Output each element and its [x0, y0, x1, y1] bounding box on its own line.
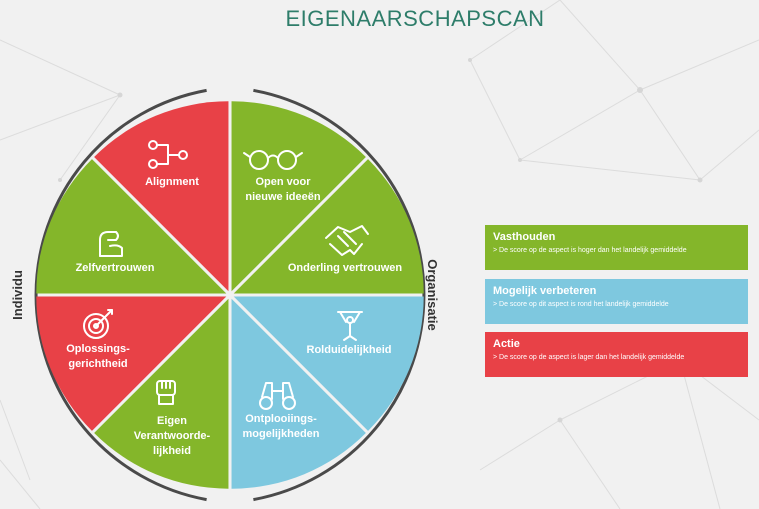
- legend-description: > De score op de aspect is lager dan het…: [493, 354, 685, 361]
- wheel-segment-label-line: mogelijkheden: [242, 428, 319, 440]
- legend-item-mogelijk-verbeteren: Mogelijk verbeteren > De score op dit as…: [485, 279, 748, 324]
- link-nodes-icon: [148, 140, 188, 169]
- wheel-segment: [231, 101, 366, 292]
- right-ring-arc: [253, 88, 426, 502]
- legend-title: Actie: [493, 338, 520, 350]
- wheel-segment-label: Onderling vertrouwen: [288, 262, 403, 274]
- wheel-segment-label: Rolduidelijkheid: [307, 344, 392, 356]
- wheel-segment: [233, 296, 424, 431]
- legend-description: > De score op de aspect is hoger dan het…: [493, 247, 687, 254]
- wheel-segment-label: Ontplooiings-mogelijkheden: [242, 413, 319, 440]
- individu-label: Individu: [10, 270, 25, 320]
- wheel-segment-label-line: Ontplooiings-: [245, 413, 317, 425]
- wheel-segment-label-line: nieuwe ideeën: [245, 191, 320, 203]
- wheel-segment-label-line: Alignment: [145, 176, 199, 188]
- legend-title: Mogelijk verbeteren: [493, 285, 597, 297]
- legend-item-actie: Actie > De score op de aspect is lager d…: [485, 332, 748, 377]
- flexed-arm-icon: [99, 231, 123, 257]
- wheel-segment-label-line: Onderling vertrouwen: [288, 262, 403, 274]
- wheel-segment: [231, 298, 366, 489]
- wheel-segment-label: Oplossings-gerichtheid: [66, 343, 130, 370]
- wheel-segment-label-line: Oplossings-: [66, 343, 130, 355]
- person-sign-icon: [337, 311, 363, 341]
- wheel-segment: [233, 159, 424, 294]
- raised-fist-icon: [156, 380, 176, 405]
- wheel-segment-label-line: Rolduidelijkheid: [307, 344, 392, 356]
- glasses-icon: [243, 150, 303, 170]
- left-ring-arc: [34, 88, 207, 502]
- target-icon: [83, 309, 113, 339]
- wheel-segment: [94, 298, 229, 489]
- legend-description: > De score op dit aspect is rond het lan…: [493, 301, 669, 308]
- wheel-segment-label-line: Verantwoorde-: [134, 430, 211, 442]
- page-title: EIGENAARSCHAPSCAN: [285, 6, 545, 31]
- wheel-segment: [36, 159, 227, 294]
- legend-title: Vasthouden: [493, 231, 556, 243]
- wheel-segment-label-line: Zelfvertrouwen: [76, 262, 155, 274]
- wheel-segment-label: Open voor nieuwe ideeën: [245, 176, 320, 203]
- organisatie-label: Organisatie: [425, 259, 440, 331]
- wheel-segment-label: Zelfvertrouwen: [76, 262, 155, 274]
- wheel-segment-label-line: Eigen: [157, 415, 187, 427]
- wheel-segment-label-line: lijkheid: [153, 445, 191, 457]
- wheel-segment-label-line: gerichtheid: [68, 358, 127, 370]
- handshake-icon: [325, 225, 369, 256]
- legend-item-vasthouden: Vasthouden > De score op de aspect is ho…: [485, 225, 748, 270]
- binoculars-icon: [259, 382, 296, 410]
- wheel-segment: [94, 101, 229, 292]
- wheel-segment-label: Alignment: [145, 176, 199, 188]
- wheel-segment-label-line: Open voor: [255, 176, 311, 188]
